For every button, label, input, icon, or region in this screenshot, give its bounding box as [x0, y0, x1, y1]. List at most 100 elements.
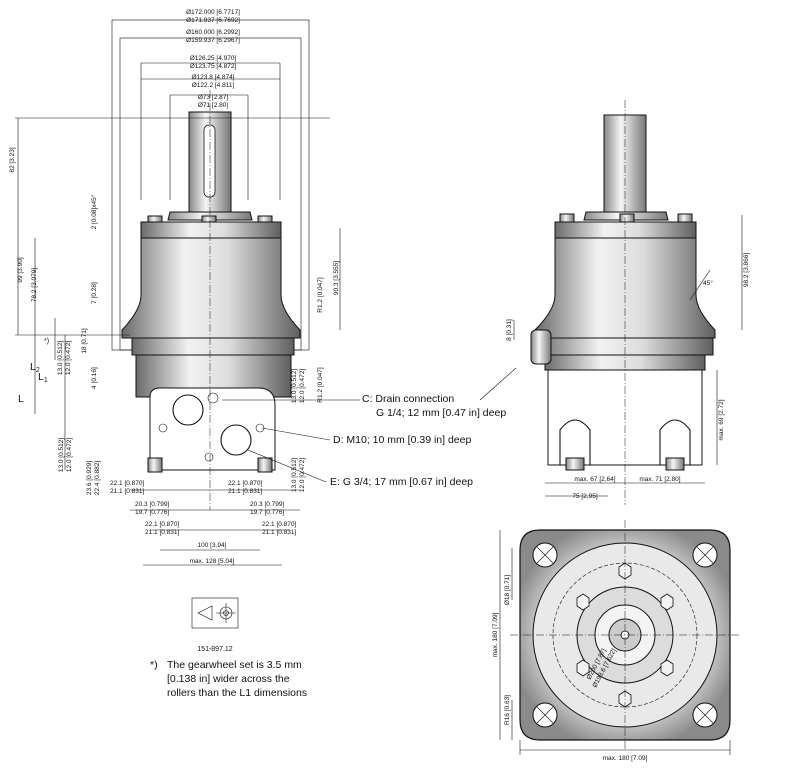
bolt-hex-2: [660, 593, 674, 611]
leader-d: [261, 427, 331, 441]
drawing-number: 151-897.12: [197, 646, 233, 653]
dim-f221: 22.1 [0.870]: [262, 521, 297, 528]
side-bolt-2: [619, 213, 635, 223]
mounting-flange-top: [140, 221, 282, 239]
dim-c13: 13.0 [0.512]: [291, 369, 298, 404]
dim-a211: 21.1 [0.831]: [110, 488, 145, 495]
dim-180-h: max. 180 [7.09]: [603, 755, 648, 762]
dim-d221: 22.1 [0.870]: [228, 480, 263, 487]
dim-122: Ø122.2 [4.811]: [192, 82, 235, 89]
footnote-mark: *): [150, 659, 158, 671]
motor-housing: [121, 237, 301, 339]
dim-b203: 20.3 [0.799]: [135, 501, 170, 508]
bolt-hex-4: [660, 659, 674, 677]
dim-c221: 22.1 [0.870]: [145, 521, 180, 528]
dim-160: Ø160.000 [6.2992]: [186, 29, 240, 36]
dim-r16: R16 [0.63]: [504, 695, 511, 725]
dim-chamfer: 2 [0.08]x45°: [90, 194, 98, 229]
dim-128: max. 128 [5.04]: [190, 558, 235, 565]
dim-123-75: Ø123.75 [4.872]: [190, 63, 237, 70]
footnote-line-1: The gearwheel set is 3.5 mm: [167, 659, 302, 671]
dim-100: 100 [3.94]: [198, 542, 227, 549]
dim-7: 7 [0.28]: [91, 282, 98, 304]
side-foot-left: [565, 457, 585, 471]
leader-c-side: [479, 367, 517, 401]
dim-22-4: 22.4 [0.882]: [94, 461, 101, 496]
dim-18-dia: Ø18 [0.71]: [504, 575, 511, 606]
cross-bl-2: [536, 706, 554, 724]
side-flange: [537, 337, 714, 356]
dim-90-3: 90.3 [3.555]: [333, 261, 340, 296]
mounting-flange: [131, 337, 295, 356]
side-bolt-1: [559, 213, 575, 223]
mount-hole-3: [204, 452, 214, 462]
left-dimensions: 82 [3.23] 2 [0.08]x45° 99 [3.90] 78.2 [3…: [9, 147, 101, 495]
callout-e: E: G 3/4; 17 mm [0.67 in] deep: [330, 476, 473, 488]
dim-123-8: Ø123.8 [4.874]: [191, 74, 234, 81]
dim-f211: 21.1 [0.831]: [262, 529, 297, 536]
middle-dimensions: R1.2 [0.047] 90.3 [3.555] R1.2 [0.047] 1…: [291, 228, 341, 492]
dim-45: 45°: [703, 279, 713, 287]
dim-23-6: 23.6 [0.929]: [86, 461, 93, 496]
cross-tl-2: [536, 546, 554, 564]
port-b: [220, 424, 252, 456]
dim-159: Ø159.937 [6.2967]: [186, 37, 240, 44]
leader-e: [247, 449, 327, 483]
dim-12a: 12.0 [0.472]: [65, 341, 72, 376]
dim-r1-2b: R1.2 [0.047]: [317, 367, 324, 403]
dim-71: Ø71 [2.80]: [198, 102, 229, 109]
dim-e203: 20.3 [0.799]: [250, 501, 285, 508]
callout-d: D: M10; 10 mm [0.39 in] deep: [333, 434, 471, 446]
dim-126: Ø126.25 [4.970]: [190, 55, 237, 62]
dim-d211: 21.1 [0.831]: [228, 488, 263, 495]
footnote-line-3: rollers than the L1 dimensions: [167, 687, 307, 699]
drain-fitting: [530, 329, 552, 365]
bolt-hex-3: [576, 659, 590, 677]
dim-172: Ø172.000 [6.7717]: [186, 9, 240, 16]
label-L2: L2: [30, 361, 40, 374]
side-bolt-3: [677, 213, 693, 223]
callout-c-title: C: Drain connection: [362, 393, 454, 405]
side-foot-right: [665, 457, 685, 471]
side-dimensions: 8 [0.31] 98.2 [3.866] 45° max. 69 [2.72]…: [506, 253, 750, 500]
dim-13a: 13.0 [0.512]: [57, 341, 64, 376]
dim-13b: 13.0 [0.512]: [58, 438, 65, 473]
dim-4: 4 [0.16]: [91, 367, 98, 389]
dim-82: 82 [3.23]: [9, 147, 16, 172]
callout-c-spec: G 1/4; 12 mm [0.47 in] deep: [376, 407, 506, 419]
label-L1: L1: [38, 371, 48, 384]
bottom-dimensions: 22.1 [0.870] 21.1 [0.831] 20.3 [0.799] 1…: [110, 480, 297, 565]
bolt-hex-1: [576, 593, 590, 611]
projection-cone: [197, 605, 213, 621]
left-view: [15, 19, 330, 566]
dim-c12: 12.0 [0.472]: [299, 369, 306, 404]
label-L: L: [18, 393, 24, 405]
side-port-right: [659, 419, 691, 465]
callouts: C: Drain connection G 1/4; 12 mm [0.47 i…: [222, 367, 517, 488]
dim-180-v: max. 180 [7.09]: [492, 612, 499, 657]
footnote-line-2: [0.138 in] wider across the: [167, 673, 290, 685]
side-view: [513, 100, 743, 505]
dim-75: 75 [2.95]: [572, 493, 597, 500]
port-block: [149, 387, 276, 471]
shaft-keyway: [203, 124, 216, 198]
foot-left: [147, 457, 163, 473]
angle-45-line: [689, 269, 711, 301]
port-a: [172, 394, 204, 426]
label-star: *): [44, 338, 49, 345]
dim-r1-2: R1.2 [0.047]: [317, 277, 324, 313]
dim-171: Ø171.937 [6.7692]: [186, 17, 240, 24]
foot-right: [257, 457, 273, 473]
dim-18: 18 [0.71]: [81, 328, 88, 353]
dim-78: 78.2 [3.079]: [31, 268, 38, 303]
dim-69: max. 69 [2.72]: [718, 399, 725, 440]
projection-symbol: 151-897.12: [191, 597, 239, 653]
dim-b197: 19.7 [0.776]: [135, 509, 170, 516]
dim-71: max. 71 [2.80]: [639, 476, 680, 483]
dim-67: max. 67 [2.64]: [574, 476, 615, 483]
side-port-left: [559, 419, 591, 465]
mount-hole-1: [158, 423, 168, 433]
projection-box: [191, 597, 239, 629]
cross-br-2: [696, 706, 714, 724]
